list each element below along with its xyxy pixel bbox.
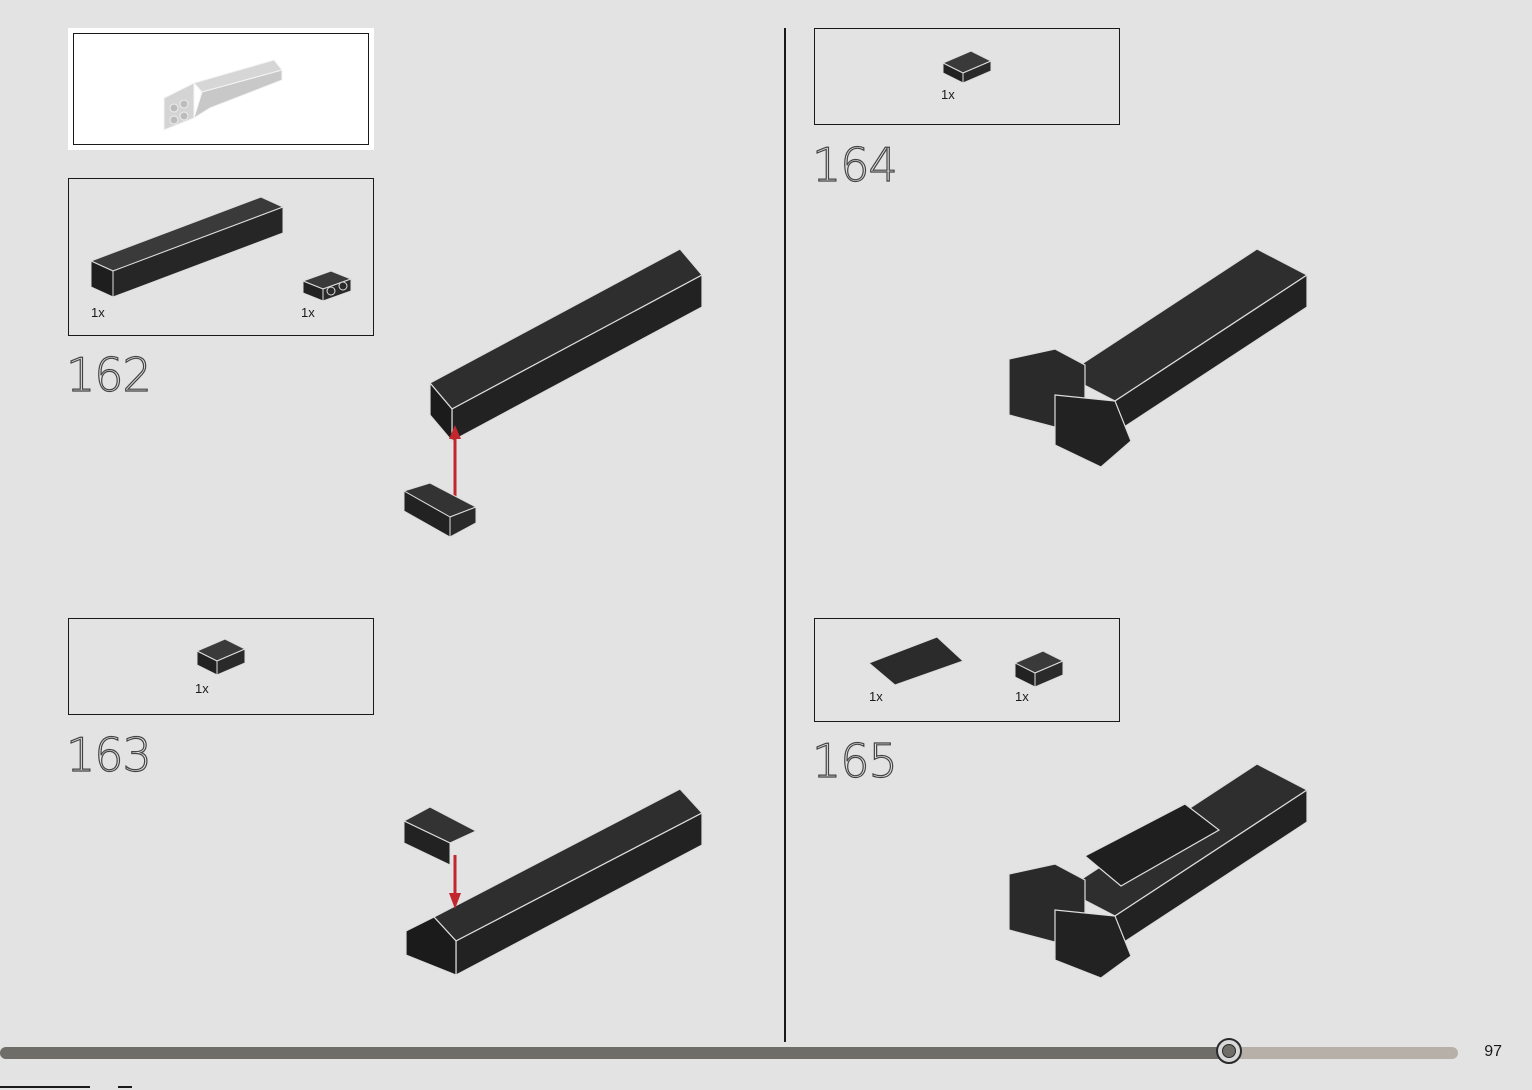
step-162-build-illustration [400,245,710,545]
footer-mark [118,1086,132,1088]
page-divider [784,28,786,1042]
parts-callout-step-163: 1x [68,618,374,715]
parts-callout-step-165: 1x 1x [814,618,1120,722]
page-number: 97 [1484,1043,1502,1061]
qty-label: 1x [91,305,105,320]
progress-knob[interactable] [1216,1038,1242,1064]
step-164-build-illustration [1005,245,1315,475]
parts-callout-step-162: 1x 1x [68,178,374,336]
step-number: 165 [812,738,897,784]
qty-label: 1x [869,689,883,704]
submodel-preview [68,28,374,150]
qty-label: 1x [941,87,955,102]
qty-label: 1x [301,305,315,320]
submodel-preview-image [154,48,284,138]
qty-label: 1x [195,681,209,696]
step-165-build-illustration [1005,760,1315,985]
progress-fill [0,1047,1229,1059]
step-number: 162 [66,352,151,398]
part-bracket-1x2 [941,49,995,85]
part-brick-2x10 [89,193,289,293]
step-number: 164 [812,142,897,188]
part-tile-2x4 [867,635,967,685]
part-bracket-1x2 [301,269,353,301]
footer-mark [0,1086,90,1088]
part-bracket-1x2 [195,637,249,677]
assembly-arrow [449,855,461,909]
step-163-build-illustration [400,785,710,985]
part-bracket-1x2 [1013,649,1067,689]
parts-callout-step-164: 1x [814,28,1120,125]
step-number: 163 [66,732,151,778]
qty-label: 1x [1015,689,1029,704]
